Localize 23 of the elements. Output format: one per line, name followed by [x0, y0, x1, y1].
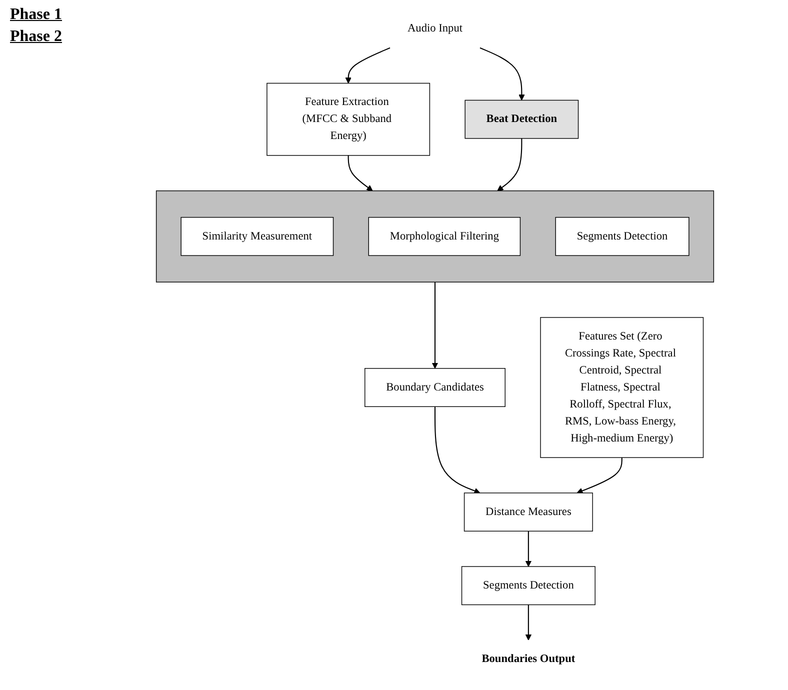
phase-heading: Phase 2 — [10, 28, 62, 46]
arrow — [497, 138, 522, 192]
node-text: Audio Input — [407, 22, 463, 34]
node-box: Boundary Candidates — [364, 368, 506, 407]
cluster — [156, 190, 714, 282]
arrow — [525, 604, 532, 640]
node-box: Feature Extraction (MFCC & Subband Energy) — [266, 82, 430, 156]
arrow — [434, 406, 480, 494]
node-text: Boundaries Output — [482, 652, 576, 665]
arrow — [480, 47, 525, 101]
node-box: Beat Detection — [464, 100, 579, 139]
node-box: Features Set (Zero Crossings Rate, Spectral Centroid, Spectral Flatness, Spectral Rolloff, Spectral Flux, RMS, Low-bass Energy, High-medium Energy) — [540, 317, 704, 458]
arrow — [432, 282, 438, 369]
arrow — [576, 458, 622, 494]
phase-heading: Phase 1 — [10, 6, 62, 24]
node-box: Segments Detection — [461, 566, 596, 606]
node-box: Similarity Measurement — [180, 216, 334, 256]
node-box: Morphological Filtering — [368, 216, 521, 256]
node-box: Distance Measures — [464, 492, 593, 532]
arrow — [525, 531, 532, 567]
arrow — [348, 155, 373, 192]
arrow — [345, 47, 390, 84]
node-box: Segments Detection — [555, 216, 690, 256]
